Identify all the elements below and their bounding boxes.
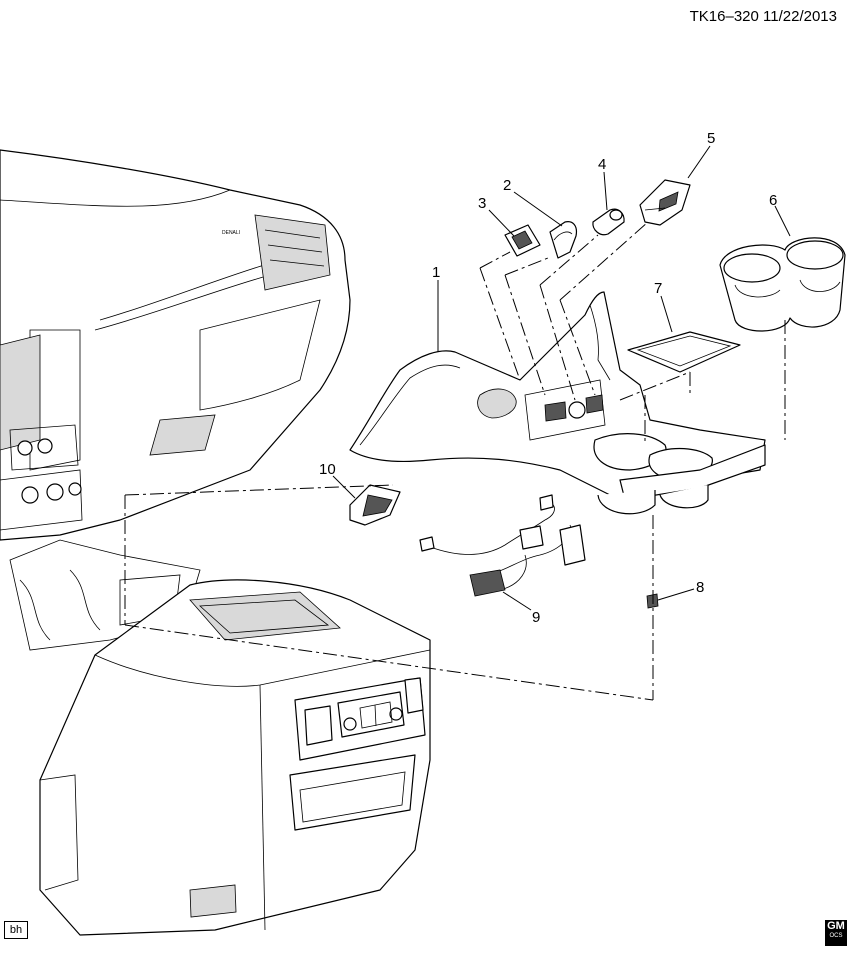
part-10-switch-assembly bbox=[349, 484, 401, 526]
gm-logo-text: GM bbox=[827, 920, 845, 932]
callout-9: 9 bbox=[532, 609, 540, 626]
callout-leaders bbox=[332, 145, 791, 611]
callout-3: 3 bbox=[478, 195, 486, 212]
callout-4: 4 bbox=[598, 156, 606, 173]
callout-6: 6 bbox=[769, 192, 777, 209]
part-5-usb-receptacle bbox=[639, 179, 691, 226]
part-2-bezel bbox=[549, 221, 578, 259]
instrument-panel-drawing: DENALI bbox=[0, 149, 351, 541]
gm-logo-sub: OCS bbox=[829, 933, 843, 939]
part-4-power-outlet bbox=[592, 208, 625, 236]
callout-5: 5 bbox=[707, 130, 715, 147]
part-3-switch bbox=[504, 224, 541, 257]
alignment-lines bbox=[124, 221, 786, 701]
part-9-wiring-harness bbox=[419, 494, 586, 597]
callout-1: 1 bbox=[432, 264, 440, 281]
callout-10: 10 bbox=[319, 461, 336, 478]
part-6-cup-holder bbox=[719, 237, 846, 332]
gm-logo: GM OCS bbox=[825, 920, 847, 946]
callout-8: 8 bbox=[696, 579, 704, 596]
dashboard-badge: DENALI bbox=[222, 230, 240, 236]
callout-2: 2 bbox=[503, 177, 511, 194]
console-trim-plate-part-1 bbox=[349, 291, 766, 515]
diagram-reference-code: TK16–320 11/22/2013 bbox=[689, 8, 837, 25]
corner-tag: bh bbox=[4, 921, 28, 939]
callout-labels: 1 2 3 4 5 6 7 8 9 10 bbox=[319, 130, 777, 626]
callout-7: 7 bbox=[654, 280, 662, 297]
part-7-mat bbox=[627, 331, 741, 373]
floor-console-base-drawing bbox=[9, 539, 431, 936]
